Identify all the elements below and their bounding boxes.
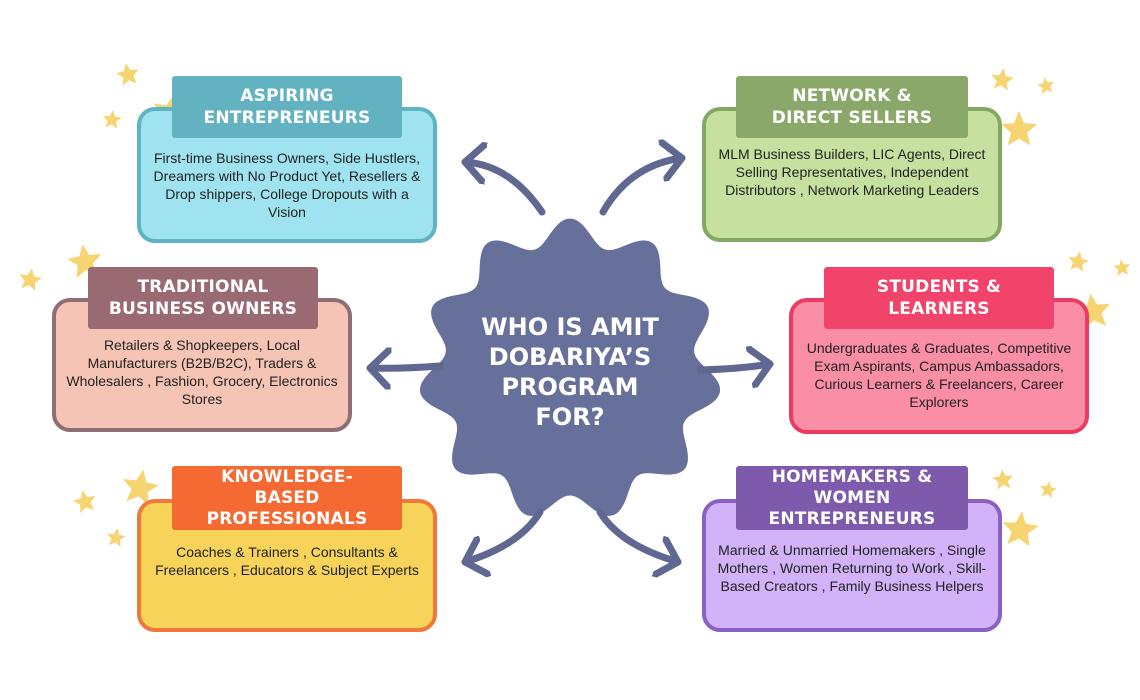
tag-students-learners: STUDENTS & LEARNERS [824, 267, 1054, 329]
star-icon [1000, 111, 1038, 146]
arrow-to-knowledge-professionals [461, 508, 544, 562]
star-icon [73, 490, 96, 513]
tag-homemakers-women: HOMEMAKERS & WOMEN ENTREPRENEURS [736, 466, 968, 530]
card-description: Married & Unmarried Homemakers , Single … [717, 542, 987, 594]
star-icon [1113, 259, 1131, 276]
star-icon [123, 469, 159, 506]
star-icon [1074, 293, 1111, 329]
tag-aspiring-entrepreneurs: ASPIRING ENTREPRENEURS [172, 76, 402, 138]
tag-network-direct-sellers: NETWORK & DIRECT SELLERS [736, 76, 968, 138]
star-icon [992, 469, 1013, 490]
star-icon [1040, 481, 1057, 499]
card-description: First-time Business Owners, Side Hustler… [153, 150, 421, 220]
card-description: Retailers & Shopkeepers, Local Manufactu… [66, 337, 338, 407]
arrow-to-network-direct-sellers [599, 158, 686, 216]
arrow-to-homemakers-women [596, 508, 682, 562]
arrow-to-students-learners [696, 364, 774, 370]
star-icon [107, 528, 126, 547]
arrow-to-aspiring-entrepreneurs [461, 162, 546, 216]
tag-traditional-business-owners: TRADITIONAL BUSINESS OWNERS [88, 267, 318, 329]
tag-knowledge-professionals: KNOWLEDGE- BASED PROFESSIONALS [172, 466, 402, 530]
star-icon [1068, 251, 1089, 272]
star-icon [102, 110, 122, 129]
card-description: Coaches & Trainers , Consultants & Freel… [155, 544, 419, 578]
star-icon [116, 63, 139, 86]
card-description: Undergraduates & Graduates, Competitive … [806, 340, 1072, 410]
card-description: MLM Business Builders, LIC Agents, Direc… [718, 146, 986, 198]
star-icon [991, 68, 1014, 91]
arrow-to-traditional-business-owners [366, 366, 444, 368]
star-icon [19, 268, 42, 291]
center-badge [417, 215, 723, 519]
star-icon [1037, 77, 1054, 95]
center-title: WHO IS AMIT DOBARIYA’S PROGRAM FOR? [481, 313, 659, 431]
star-icon [1002, 511, 1039, 547]
